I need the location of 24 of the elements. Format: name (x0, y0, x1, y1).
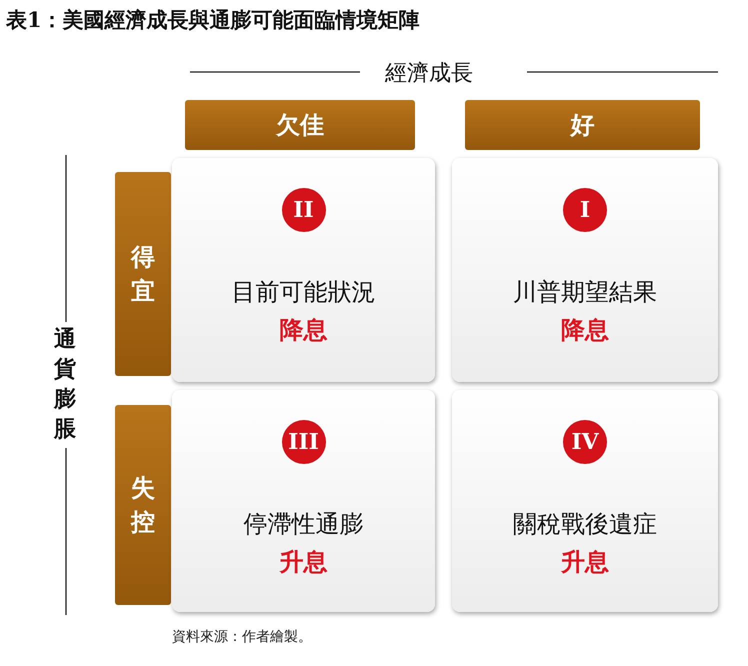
policy-text: 升息 (278, 547, 328, 578)
scenario-text: 關稅戰後遺症 (512, 509, 658, 540)
quadrant-card (452, 390, 718, 612)
chart-title: 表1：美國經濟成長與通膨可能面臨情境矩陣 (6, 6, 420, 34)
quadrant-number: IV (563, 420, 607, 464)
axis-label: 通貨膨脹 (54, 326, 77, 444)
scenario-text: 川普期望結果 (512, 277, 658, 308)
quadrant-number: II (282, 188, 326, 232)
scenario-text: 停滯性通膨 (242, 509, 364, 540)
quadrant-card (452, 158, 718, 382)
quadrant-number: I (563, 188, 607, 232)
policy-text: 降息 (278, 315, 328, 346)
quadrant-number: III (282, 420, 326, 464)
policy-text: 降息 (560, 315, 610, 346)
policy-text: 升息 (560, 547, 610, 578)
row-header: 得宜 (115, 172, 171, 376)
row-header: 失控 (115, 405, 171, 605)
column-header: 好 (465, 100, 700, 150)
quadrant-card (172, 390, 435, 612)
source-note: 資料來源：作者繪製。 (172, 628, 312, 646)
axis-label: 經濟成長 (385, 60, 473, 88)
column-header: 欠佳 (185, 100, 415, 150)
scenario-text: 目前可能狀況 (230, 277, 376, 308)
quadrant-card (172, 158, 435, 382)
